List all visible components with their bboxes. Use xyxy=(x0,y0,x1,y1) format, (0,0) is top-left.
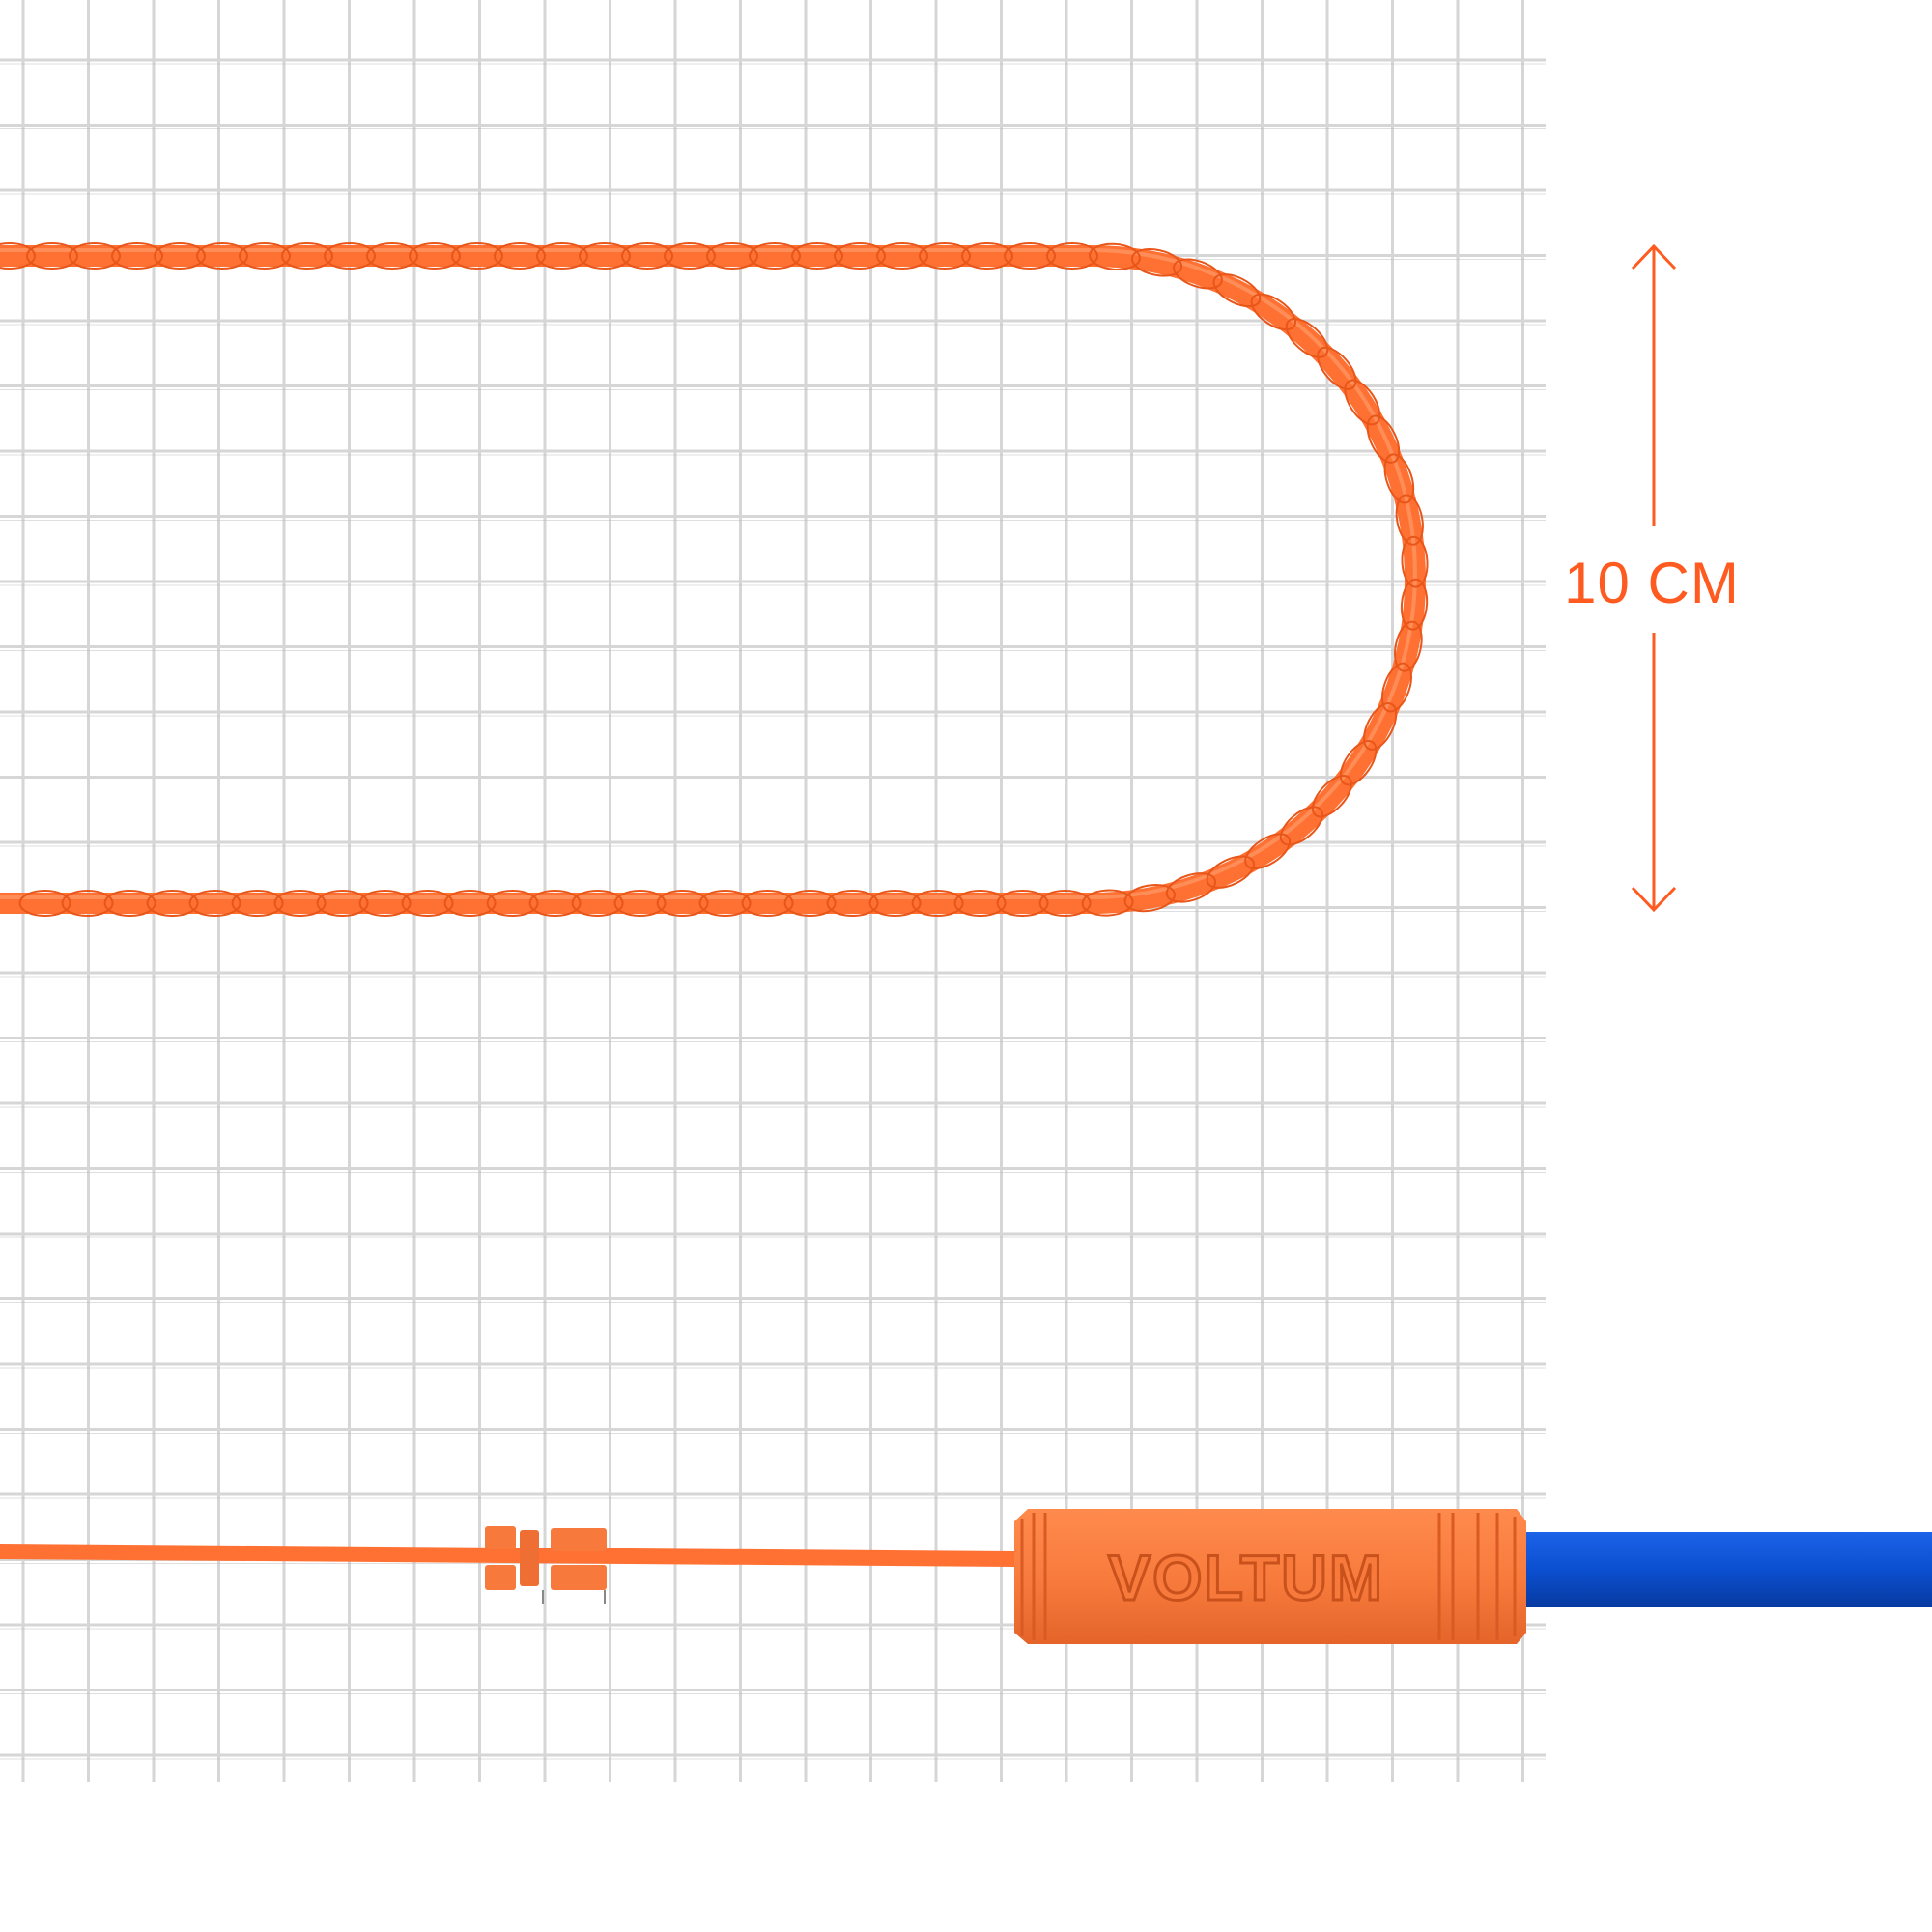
thread-loop xyxy=(656,890,709,918)
thread-loop xyxy=(919,242,971,270)
thread-loop xyxy=(1394,620,1423,672)
thread-loop xyxy=(1363,702,1398,751)
thread-loop xyxy=(706,242,758,270)
thread-loop xyxy=(494,242,546,270)
thread-loop xyxy=(571,890,624,918)
thread-loop xyxy=(281,242,333,270)
thread-loop xyxy=(961,242,1013,270)
thread-loop xyxy=(579,242,631,270)
lead-wire xyxy=(0,1544,1022,1567)
thread-loop xyxy=(1081,889,1134,917)
thread-loop xyxy=(1395,494,1424,546)
thread-loop xyxy=(154,242,206,270)
thread-loop xyxy=(664,242,716,270)
thread-loop xyxy=(146,890,199,917)
thread-loop xyxy=(1366,414,1401,464)
thread-loop xyxy=(324,242,376,270)
thread-loop xyxy=(698,890,752,918)
thread-loop xyxy=(61,890,114,917)
binding-thread xyxy=(0,242,1429,918)
connector-housing: VOLTUM xyxy=(1014,1509,1526,1644)
thread-loop xyxy=(741,890,794,918)
thread-loop xyxy=(366,242,418,270)
thread-loop xyxy=(443,890,497,918)
thread-loop xyxy=(1311,775,1352,818)
thread-loop xyxy=(111,242,163,270)
thread-loop xyxy=(868,890,922,918)
thread-loop xyxy=(826,890,879,918)
thread-loop xyxy=(196,242,248,270)
thread-loop xyxy=(1244,833,1292,870)
thread-loop xyxy=(1089,242,1141,270)
thread-loop xyxy=(1401,535,1429,588)
thread-loop xyxy=(0,242,36,270)
cold-lead-assembly: VOLTUM xyxy=(0,1509,1932,1644)
thread-loop xyxy=(613,890,667,918)
thread-loop xyxy=(1380,662,1413,713)
thread-loop xyxy=(1038,890,1092,918)
thread-loop xyxy=(1004,242,1056,270)
dimension-label: 10 CM xyxy=(1564,551,1740,615)
thread-loop xyxy=(1344,379,1381,426)
dimension-indicator xyxy=(1631,243,1677,913)
heating-cable-loop xyxy=(0,245,1426,914)
connector-brand-text: VOLTUM xyxy=(1108,1542,1384,1613)
thread-loop xyxy=(358,890,412,918)
thread-loop xyxy=(953,890,1007,918)
thread-loop xyxy=(876,242,928,270)
thread-loop xyxy=(528,890,582,918)
thread-loop xyxy=(1400,578,1429,631)
thread-loop xyxy=(486,890,539,918)
thread-loop xyxy=(273,890,327,917)
thread-loop xyxy=(1250,293,1296,331)
thread-loop xyxy=(316,890,369,918)
thread-loop xyxy=(1206,855,1255,889)
thread-loop xyxy=(749,242,801,270)
thread-loop xyxy=(1212,273,1262,308)
thread-loop xyxy=(103,890,156,917)
thread-loop xyxy=(1165,872,1216,903)
thread-loop xyxy=(1130,248,1183,277)
heating-cable xyxy=(0,242,1429,918)
thread-loop xyxy=(18,890,71,917)
thread-loop xyxy=(239,242,291,270)
thread-loop xyxy=(69,242,121,270)
thread-loop xyxy=(26,242,78,270)
thread-loop xyxy=(409,242,461,270)
thread-loop xyxy=(834,242,886,270)
thread-loop xyxy=(1123,884,1176,913)
thread-loop xyxy=(783,890,837,918)
thread-loop xyxy=(1173,258,1223,290)
thread-loop xyxy=(791,242,843,270)
thread-loop xyxy=(401,890,454,918)
thread-loop xyxy=(1285,318,1329,358)
thread-loop xyxy=(231,890,284,917)
thread-loop xyxy=(1046,242,1098,270)
heating-cable-highlight xyxy=(0,248,1417,899)
thread-loop xyxy=(1279,806,1323,846)
dimension-arrow-bottom xyxy=(1631,633,1677,913)
dimension-arrow-top xyxy=(1631,243,1677,526)
cold-lead-cable xyxy=(1517,1532,1932,1607)
thread-loop xyxy=(188,890,242,917)
thread-loop xyxy=(1383,453,1415,504)
thread-loop xyxy=(451,242,503,270)
thread-loop xyxy=(1339,740,1378,786)
thread-loop xyxy=(911,890,964,918)
thread-loop xyxy=(996,890,1049,918)
wire-clip xyxy=(485,1526,607,1604)
thread-loop xyxy=(536,242,588,270)
thread-loop xyxy=(1317,346,1357,390)
thread-loop xyxy=(621,242,673,270)
